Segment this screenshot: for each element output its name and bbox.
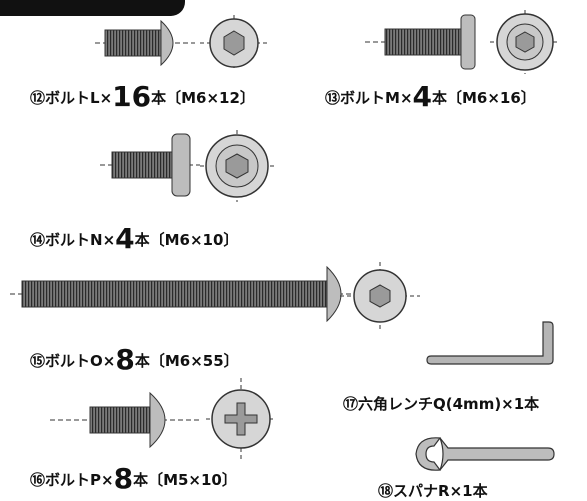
part-name: ボルトO× [45,352,116,370]
label-bolt-m: ⑬ボルトM×4本〔M6×16〕 [325,80,536,113]
bolt-l-side-view [95,19,195,67]
bolt-o-head-view [340,262,420,330]
part-qty: 8 [113,462,134,495]
part-number: ⑬ [325,89,341,107]
part-qty: 4 [115,222,135,255]
label-bolt-o: ⑮ボルトO×8本〔M6×55〕 [30,343,239,376]
part-number: ⑱ [378,482,394,500]
part-number: ⑭ [30,231,46,249]
label-bolt-p: ⑯ボルトP×8本〔M5×10〕 [30,462,237,495]
part-qty: 16 [112,80,152,113]
part-qty: 8 [115,343,135,376]
part-name: ボルトN× [45,231,116,249]
bolt-p-side-view [50,391,200,449]
part-number: ⑮ [30,352,46,370]
part-name: ボルトL× [45,89,113,107]
part-name: ボルトP× [45,471,114,489]
hex-wrench-icon [426,321,554,365]
part-suffix: 本〔M6×16〕 [432,89,536,107]
part-name: スパナR×1本 [393,482,488,500]
part-name: 六角レンチQ(4mm)×1本 [358,395,540,413]
bolt-o-side-view [10,265,355,323]
label-hex-wrench: ⑰六角レンチQ(4mm)×1本 [343,393,539,414]
part-qty: 4 [412,80,432,113]
part-suffix: 本〔M5×10〕 [133,471,237,489]
label-spanner: ⑱スパナR×1本 [378,480,488,501]
bolt-n-head-view [200,130,275,202]
bolt-m-side-view [365,14,476,70]
section-header-tab [0,0,185,16]
part-number: ⑰ [343,395,359,413]
spanner-icon [415,437,555,471]
part-suffix: 本〔M6×12〕 [151,89,255,107]
bolt-m-head-view [490,10,560,74]
label-bolt-n: ⑭ボルトN×4本〔M6×10〕 [30,222,238,255]
label-bolt-l: ⑫ボルトL×16本〔M6×12〕 [30,80,255,113]
part-suffix: 本〔M6×10〕 [134,231,239,249]
bolt-l-head-view [200,15,268,71]
bolt-n-side-view [100,133,200,197]
bolt-p-head-view [206,378,276,460]
part-name: ボルトM× [340,89,413,107]
part-suffix: 本〔M6×55〕 [134,352,239,370]
part-number: ⑫ [30,89,46,107]
part-number: ⑯ [30,471,46,489]
